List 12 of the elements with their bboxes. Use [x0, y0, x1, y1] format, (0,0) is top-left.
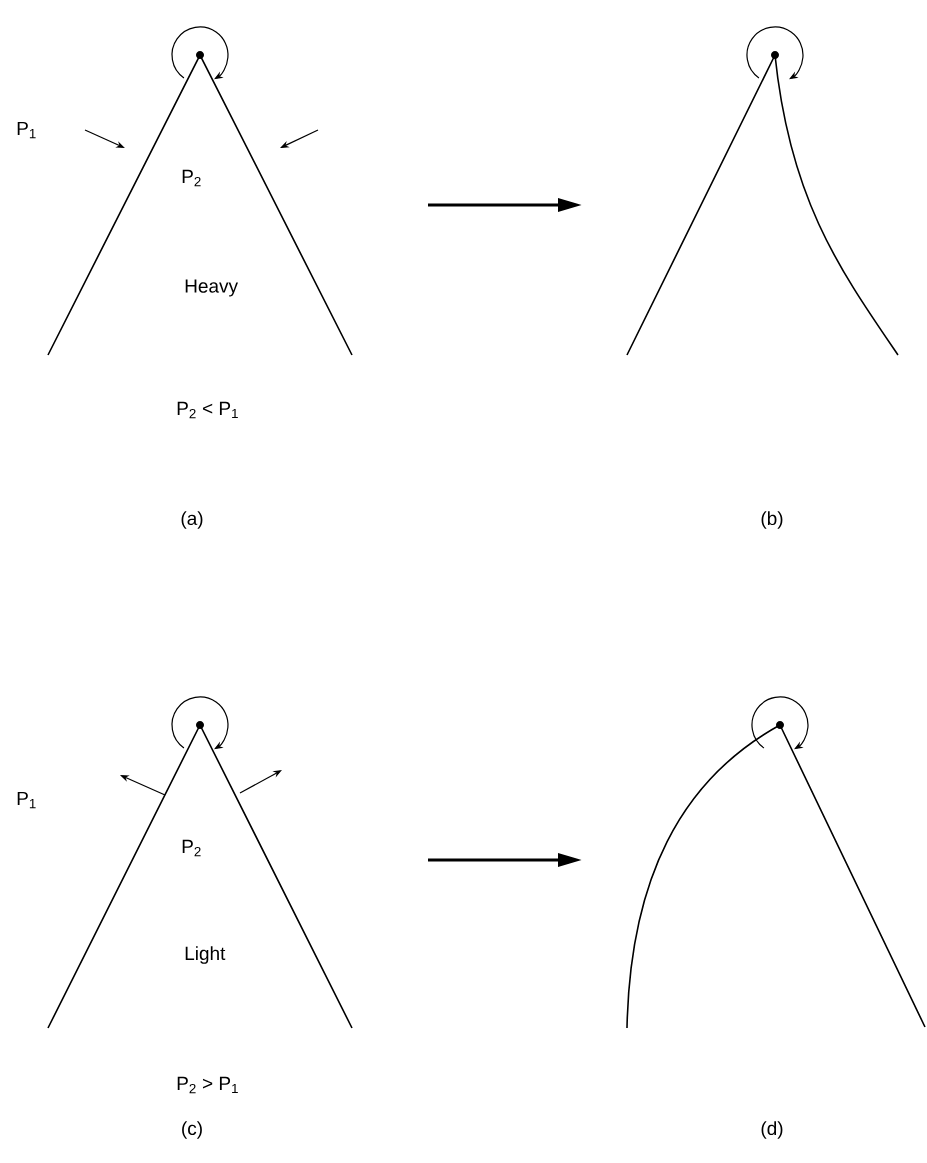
label: P$_{1}$ [17, 791, 36, 809]
label: P$_{2}$ [182, 839, 201, 857]
panel-caption: (b) [761, 511, 783, 529]
label: P$_{2}$ > P$_{1}$ [177, 1076, 238, 1094]
panel-caption: (c) [182, 1121, 202, 1139]
label: P$_{2}$ < P$_{1}$ [177, 401, 238, 419]
label: Light [185, 946, 226, 964]
panel-caption: (d) [761, 1121, 783, 1139]
label: P$_{2}$ [182, 169, 201, 187]
label: Heavy [185, 279, 238, 297]
label: P$_{1}$ [17, 121, 36, 139]
panel-caption: (a) [181, 511, 203, 529]
